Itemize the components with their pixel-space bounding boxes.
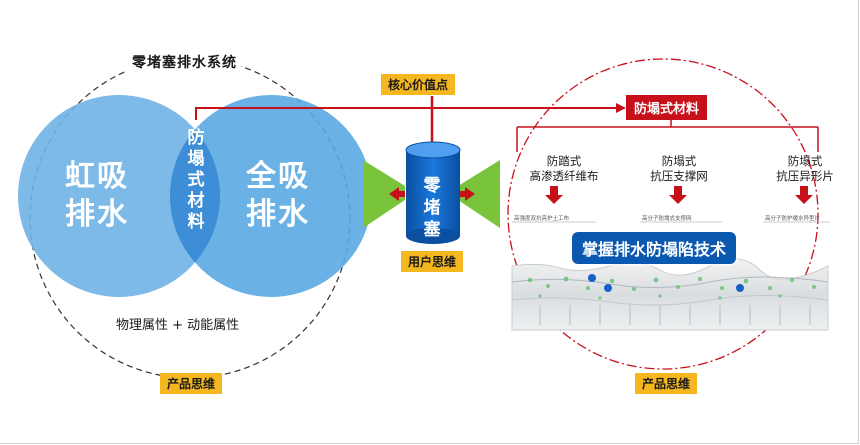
- drainage-panel-illustration: [511, 258, 829, 331]
- siphon-line2: 排水: [65, 197, 129, 232]
- full-suction-line1: 全吸: [246, 159, 310, 194]
- product-thinking-tag-right: 产品思维: [635, 373, 698, 394]
- down-arrow-3: [795, 186, 813, 204]
- right-dashed-boundary: [507, 58, 819, 370]
- item-caption-2: 高分子防塌式支撑网: [642, 216, 692, 222]
- siphon-label: 虹吸 排水: [65, 158, 129, 234]
- cylinder-top: [405, 141, 461, 159]
- down-arrow-2: [669, 186, 687, 204]
- item-label-2: 防塌式 抗压支撑网: [641, 154, 717, 184]
- full-suction-label: 全吸 排水: [246, 158, 310, 234]
- arrow-right-icon: [465, 187, 475, 201]
- marker-dot-2: [604, 284, 612, 292]
- item-3-line1: 防塌式: [787, 154, 823, 168]
- item-caption-3: 高分子防护缓水异型片: [765, 216, 821, 222]
- properties-label: 物理属性 + 动能属性: [116, 318, 240, 333]
- tech-banner: 掌握排水防塌陷技术: [572, 232, 737, 264]
- system-title: 零堵塞排水系统: [128, 52, 241, 72]
- product-thinking-tag-left: 产品思维: [160, 373, 223, 394]
- cylinder-body: [406, 150, 460, 236]
- green-triangle-right: [458, 160, 500, 228]
- item-label-3: 防塌式 抗压异形片: [767, 154, 843, 184]
- user-thinking-tag: 用户思维: [401, 251, 464, 272]
- item-label-1: 防踏式 高渗透纤维布: [520, 154, 608, 184]
- red-arrow-head: [616, 103, 626, 113]
- venn-circle-left: [18, 95, 220, 297]
- venn-circle-right: [170, 95, 372, 297]
- item-caption-1: 高强度双抗亮护土工布: [514, 216, 570, 222]
- overlap-material-label: 防塌式材料: [187, 128, 205, 232]
- red-connector-top: [195, 107, 620, 120]
- marker-dot-1: [588, 274, 596, 282]
- item-2-line1: 防塌式: [661, 154, 697, 168]
- zero-clog-label: 零堵塞: [423, 176, 441, 240]
- item-1-line1: 防踏式: [546, 154, 582, 168]
- siphon-line1: 虹吸: [65, 159, 129, 194]
- down-arrow-1: [545, 186, 563, 204]
- full-suction-line2: 排水: [246, 197, 310, 232]
- item-2-line2: 抗压支撑网: [650, 169, 708, 183]
- material-box: 防塌式材料: [626, 95, 708, 120]
- item-3-line2: 抗压异形片: [776, 169, 834, 183]
- item-1-line2: 高渗透纤维布: [529, 169, 599, 183]
- arrow-left-icon: [389, 187, 399, 201]
- cylinder-bottom: [406, 228, 460, 244]
- marker-dot-3: [736, 284, 744, 292]
- arrow-left-shaft: [397, 191, 405, 197]
- core-value-tag: 核心价值点: [381, 74, 456, 95]
- arrow-right-shaft: [458, 191, 466, 197]
- green-triangle-left: [363, 160, 405, 228]
